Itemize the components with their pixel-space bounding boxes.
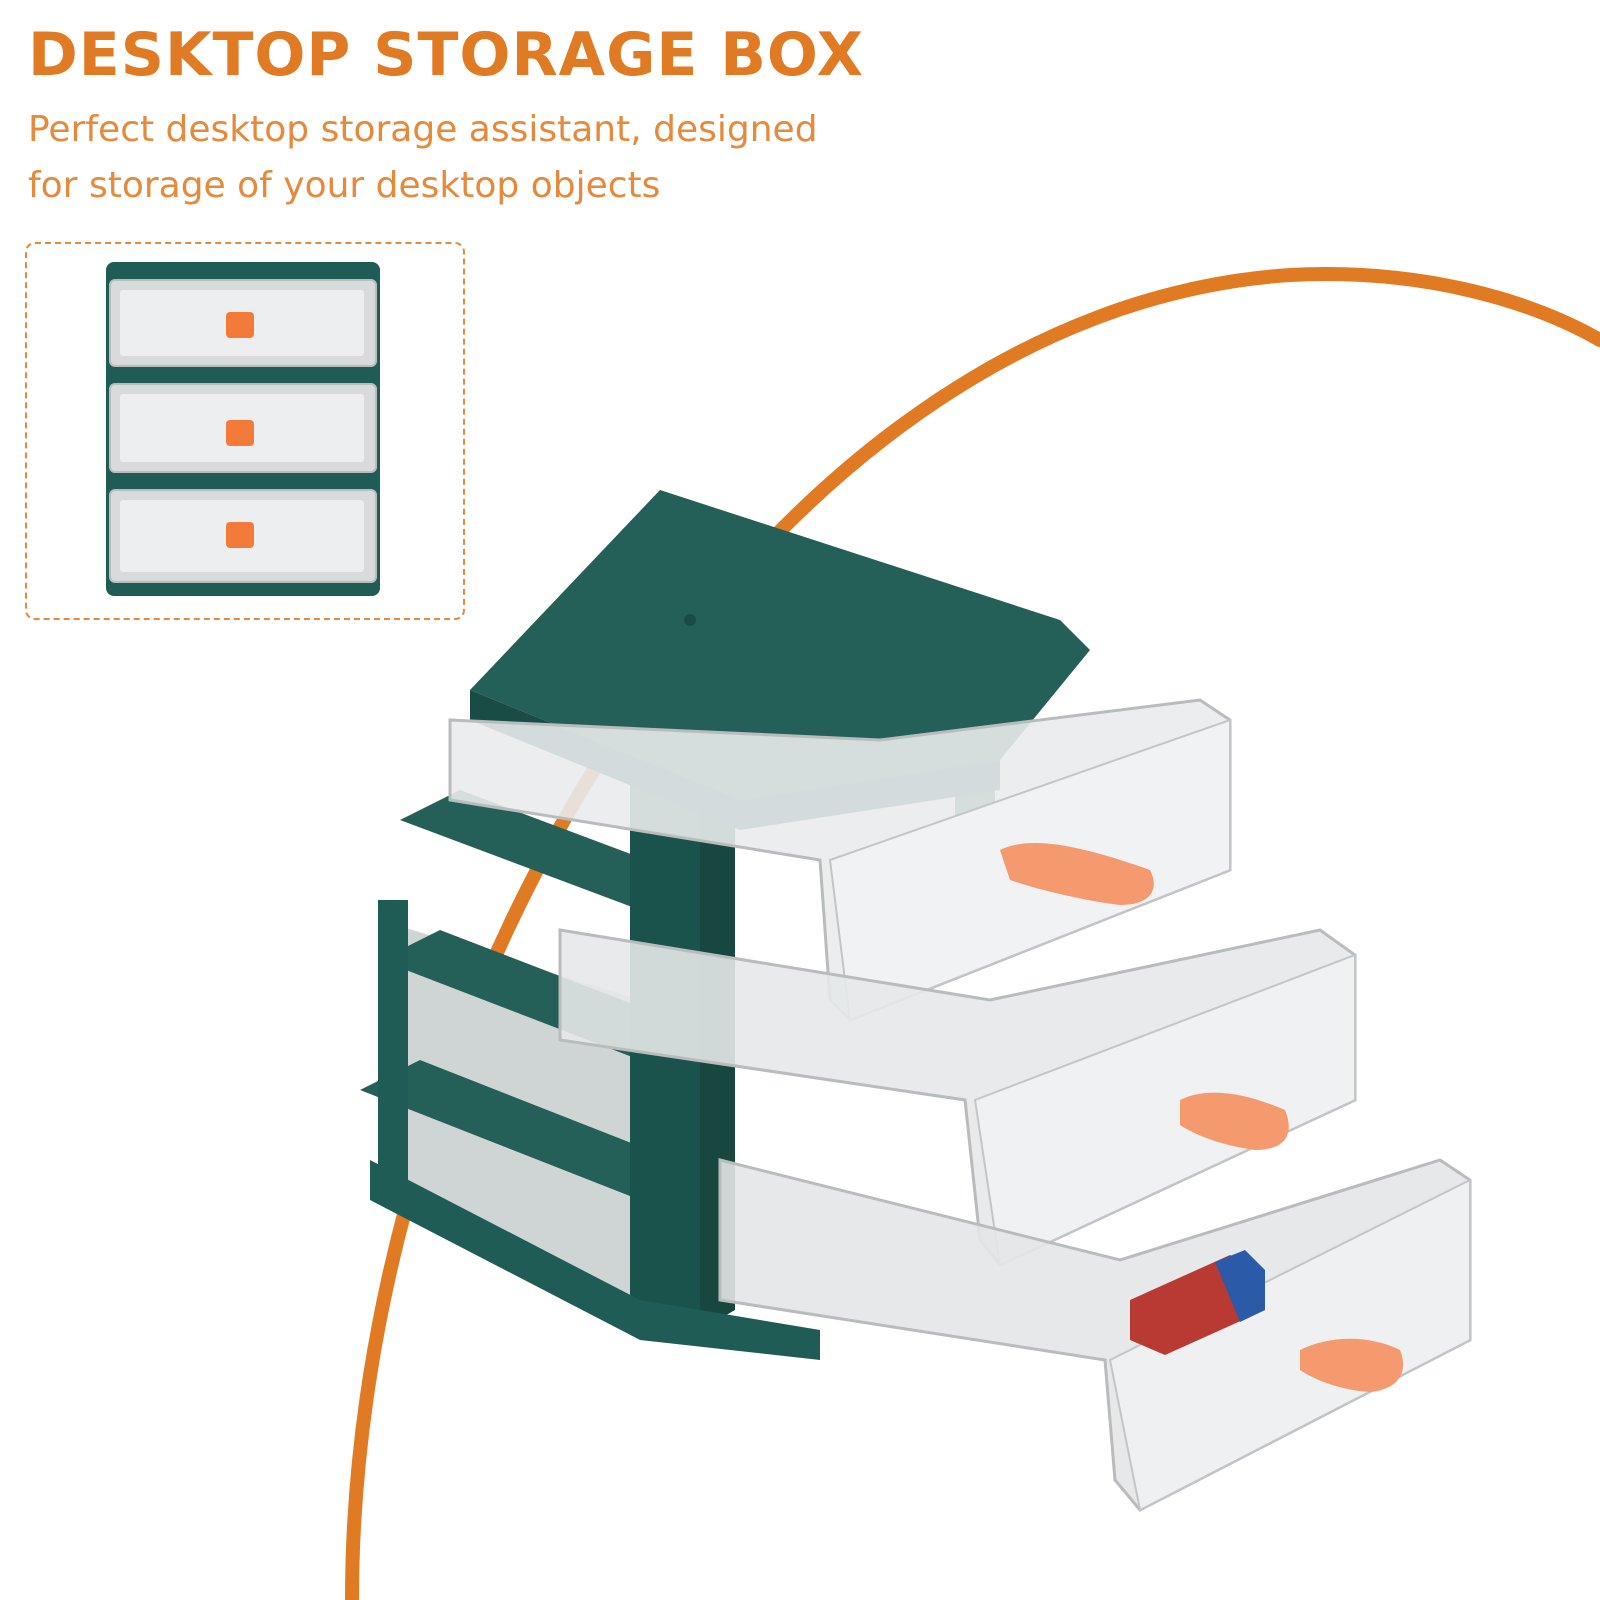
page-subtitle: Perfect desktop storage assistant, desig…	[28, 102, 848, 214]
thumb-handle-3-icon	[226, 522, 254, 548]
main-drawer-3	[718, 1158, 1472, 1512]
page-title: DESKTOP STORAGE BOX	[28, 20, 865, 90]
thumbnail-storage-box-icon	[106, 262, 380, 596]
main-storage-box-icon	[360, 490, 1472, 1512]
lid-hole	[684, 614, 696, 626]
subtitle-line-2: for storage of your desktop objects	[28, 165, 661, 206]
drawer-1-handle-icon	[1000, 842, 1154, 905]
thumb-handle-1-icon	[226, 312, 254, 338]
thumb-handle-2-icon	[226, 420, 254, 446]
drawer-2-handle-icon	[1180, 1092, 1289, 1150]
subtitle-line-1: Perfect desktop storage assistant, desig…	[28, 109, 818, 150]
drawer-3-handle-icon	[1300, 1338, 1404, 1392]
main-drawer-2	[558, 928, 1357, 1267]
eraser-icon	[1130, 1250, 1265, 1355]
box-lid	[470, 490, 1090, 800]
main-drawer-1	[448, 698, 1232, 1022]
thumbnail-frame	[25, 242, 465, 620]
